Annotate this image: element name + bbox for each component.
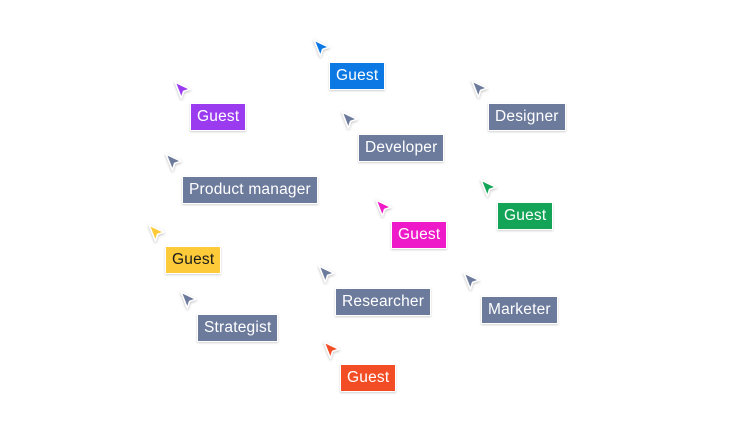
collaborator-label-guest-green: Guest [497,202,554,230]
cursor-arrow-icon [313,39,331,59]
collaborator-label-product-manager: Product manager [182,176,318,204]
cursor-arrow-icon [318,265,336,285]
collaborator-label-guest-blue: Guest [329,62,386,90]
collaborator-label-developer: Developer [358,134,445,162]
collaborator-label-researcher: Researcher [335,288,432,316]
collaborator-label-guest-yellow: Guest [165,246,222,274]
cursor-arrow-icon [341,111,359,131]
collaborator-label-designer: Designer [488,103,566,131]
collaborator-label-guest-magenta: Guest [391,221,448,249]
collaborator-label-marketer: Marketer [481,296,558,324]
cursor-arrow-icon [471,80,489,100]
collaborator-label-guest-orange: Guest [340,364,397,392]
cursor-arrow-icon [165,153,183,173]
cursor-arrow-icon [180,291,198,311]
cursor-arrow-icon [480,179,498,199]
cursor-arrow-icon [148,224,166,244]
collaborator-label-guest-purple: Guest [190,103,247,131]
cursor-arrow-icon [174,81,192,101]
collaborator-label-strategist: Strategist [197,314,279,342]
cursor-arrow-icon [323,341,341,361]
cursor-arrow-icon [463,272,481,292]
cursor-arrow-icon [375,199,393,219]
